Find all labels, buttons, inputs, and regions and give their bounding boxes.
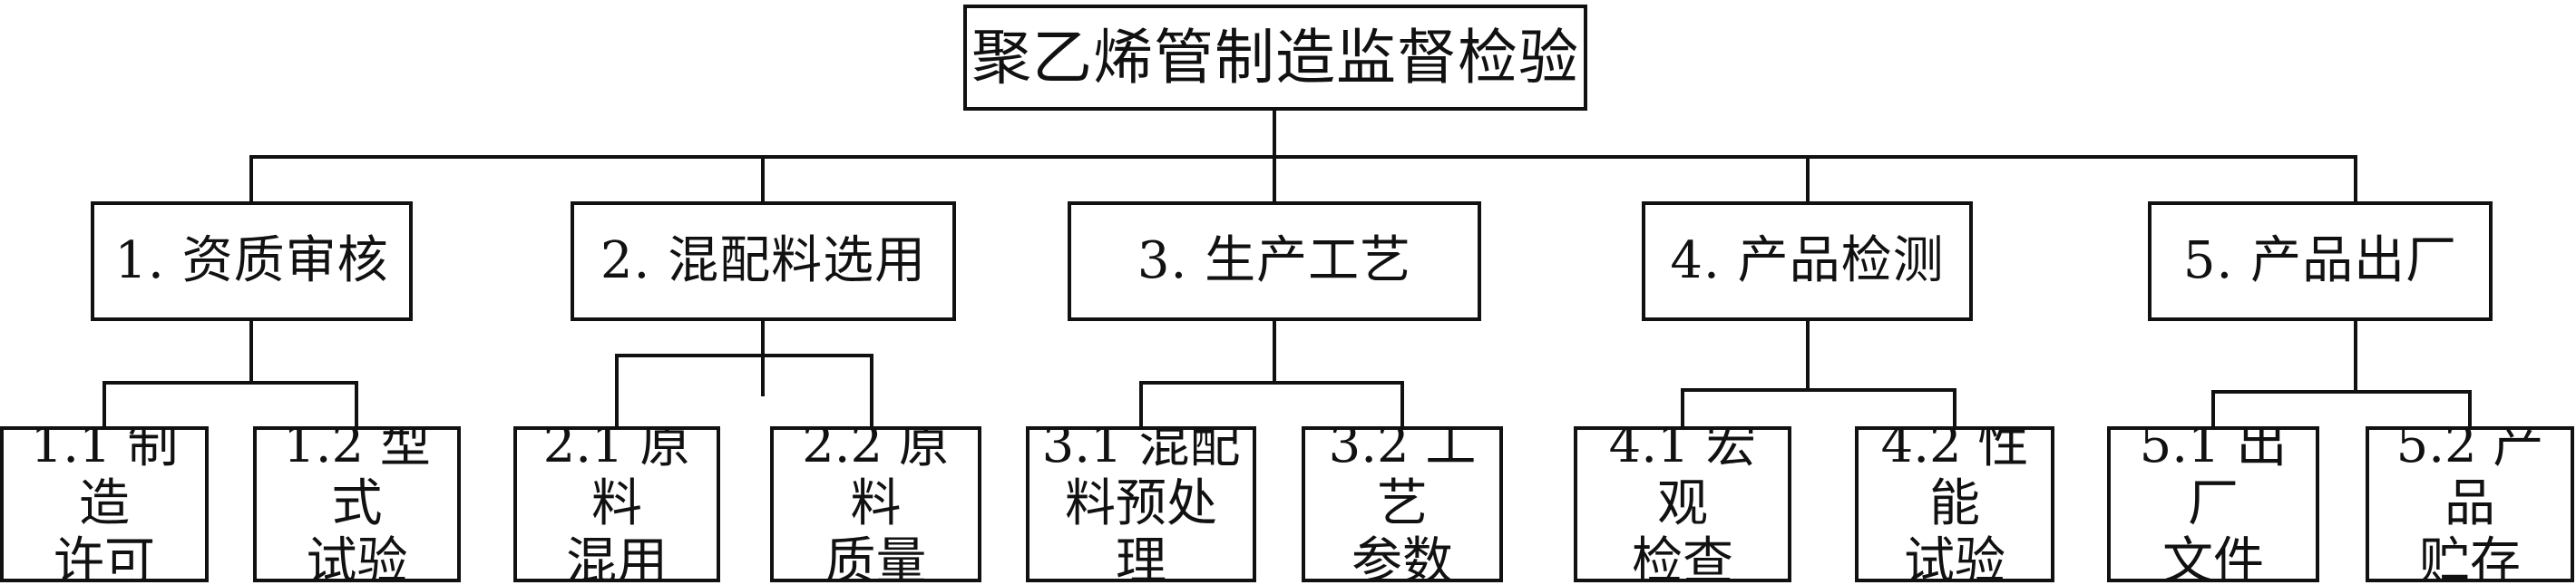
category-node-label: 4. 产品检测: [1670, 231, 1945, 290]
leaf-node-5-1: 5.1 出厂 文件: [2107, 426, 2319, 582]
category-node-label: 5. 产品出厂: [2182, 231, 2458, 290]
leaf-node-2-2: 2.2 原料 质量: [770, 426, 981, 582]
leaf-node-line1: 1.1 制造: [30, 426, 179, 533]
leaf-node-line2: 参数: [1351, 532, 1453, 582]
leaf-node-4-2: 4.2 性能 试验: [1855, 426, 2054, 582]
leaf-node-text: 1.2 型式 试验: [257, 426, 457, 582]
category-node-1: 1. 资质审核: [91, 201, 413, 321]
leaf-node-text: 5.1 出厂 文件: [2111, 426, 2316, 582]
category-node-label: 1. 资质审核: [114, 231, 389, 290]
leaf-node-line2: 贮存: [2419, 532, 2521, 582]
leaf-node-line1: 5.2 产品: [2395, 426, 2544, 533]
leaf-node-line1: 4.2 性能: [1880, 426, 2029, 533]
leaf-node-text: 3.2 工艺 参数: [1305, 426, 1499, 582]
leaf-node-text: 5.2 产品 贮存: [2369, 426, 2571, 582]
leaf-node-line1: 5.1 出厂: [2139, 426, 2288, 533]
category-node-2: 2. 混配料选用: [571, 201, 956, 321]
category-node-label: 2. 混配料选用: [600, 231, 927, 290]
leaf-node-line1: 3.1 混配: [1041, 426, 1241, 474]
leaf-node-line2: 试验: [306, 532, 408, 582]
leaf-node-line2: 料预处理: [1065, 473, 1217, 582]
category-node-label: 3. 生产工艺: [1137, 231, 1412, 290]
leaf-node-3-1: 3.1 混配 料预处理: [1026, 426, 1256, 582]
leaf-node-line2: 质量: [825, 532, 927, 582]
leaf-node-text: 3.1 混配 料预处理: [1029, 426, 1253, 582]
leaf-node-text: 4.1 宏观 检查: [1577, 426, 1788, 582]
leaf-node-line1: 2.2 原料: [802, 426, 950, 533]
leaf-node-2-1: 2.1 原料 混用: [513, 426, 720, 582]
category-node-3: 3. 生产工艺: [1068, 201, 1481, 321]
leaf-node-text: 1.1 制造 许可: [4, 426, 205, 582]
leaf-node-line2: 文件: [2162, 532, 2264, 582]
leaf-node-text: 2.1 原料 混用: [517, 426, 717, 582]
leaf-node-line1: 1.2 型式: [283, 426, 431, 533]
root-node-label: 聚乙烯管制造监督检验: [971, 22, 1579, 93]
leaf-node-line2: 试验: [1904, 532, 2005, 582]
leaf-node-line2: 检查: [1632, 532, 1733, 582]
leaf-node-1-1: 1.1 制造 许可: [0, 426, 209, 582]
leaf-node-text: 4.2 性能 试验: [1859, 426, 2051, 582]
category-node-4: 4. 产品检测: [1642, 201, 1973, 321]
leaf-node-1-2: 1.2 型式 试验: [253, 426, 461, 582]
category-node-5: 5. 产品出厂: [2148, 201, 2493, 321]
leaf-node-text: 2.2 原料 质量: [774, 426, 978, 582]
leaf-node-line2: 混用: [566, 532, 668, 582]
leaf-node-line1: 2.1 原料: [542, 426, 691, 533]
root-node: 聚乙烯管制造监督检验: [963, 5, 1587, 111]
leaf-node-line1: 3.2 工艺: [1328, 426, 1477, 533]
leaf-node-4-1: 4.1 宏观 检查: [1574, 426, 1791, 582]
leaf-node-3-2: 3.2 工艺 参数: [1302, 426, 1503, 582]
leaf-node-line1: 4.1 宏观: [1608, 426, 1757, 533]
leaf-node-line2: 许可: [54, 532, 155, 582]
leaf-node-5-2: 5.2 产品 贮存: [2366, 426, 2574, 582]
